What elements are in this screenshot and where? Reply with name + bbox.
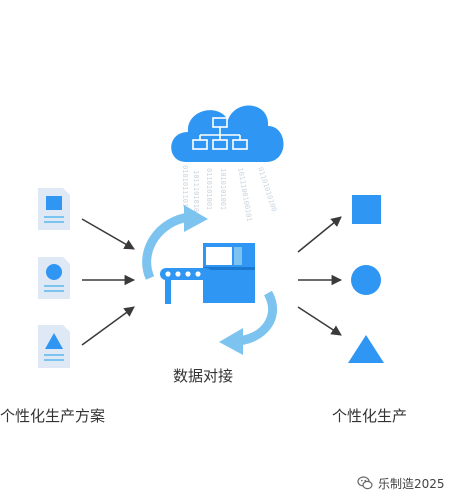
arrow-doc-square — [81, 218, 135, 250]
arrow-doc-triangle — [81, 306, 135, 346]
input-arrows — [81, 218, 136, 346]
binary-column: 01101010100 — [256, 166, 278, 213]
custom-production-plan-label: 个性化生产方案 — [0, 407, 106, 425]
binary-column: 1011100100101 — [236, 167, 253, 222]
output-arrows — [297, 216, 343, 336]
data-docking-label: 数据对接 — [173, 367, 234, 385]
custom-production-label: 个性化生产 — [332, 407, 408, 425]
document-circle-icon — [38, 257, 70, 299]
square-shape-icon — [352, 195, 381, 224]
arrow-out-square — [297, 216, 342, 253]
wechat-logo-icon — [357, 476, 373, 490]
document-triangle-icon — [38, 325, 70, 368]
cloud-network-icon — [171, 105, 284, 162]
document-square-icon — [38, 188, 70, 230]
binary-column: 1011101010 — [192, 170, 200, 212]
binary-column: 1010101001 — [219, 168, 227, 210]
production-machine-icon — [160, 243, 255, 304]
triangle-shape-icon — [348, 335, 384, 363]
circle-shape-icon — [351, 265, 381, 295]
arrow-out-triangle — [297, 306, 342, 336]
binary-column: 0101011101 — [181, 165, 189, 207]
cycle-arrow-top — [142, 205, 208, 280]
cycle-arrow-bottom — [219, 290, 278, 355]
binary-column: 0110101001 — [205, 168, 213, 210]
watermark-text: 乐制造2025 — [378, 476, 445, 491]
watermark: 乐制造2025 — [357, 474, 445, 492]
